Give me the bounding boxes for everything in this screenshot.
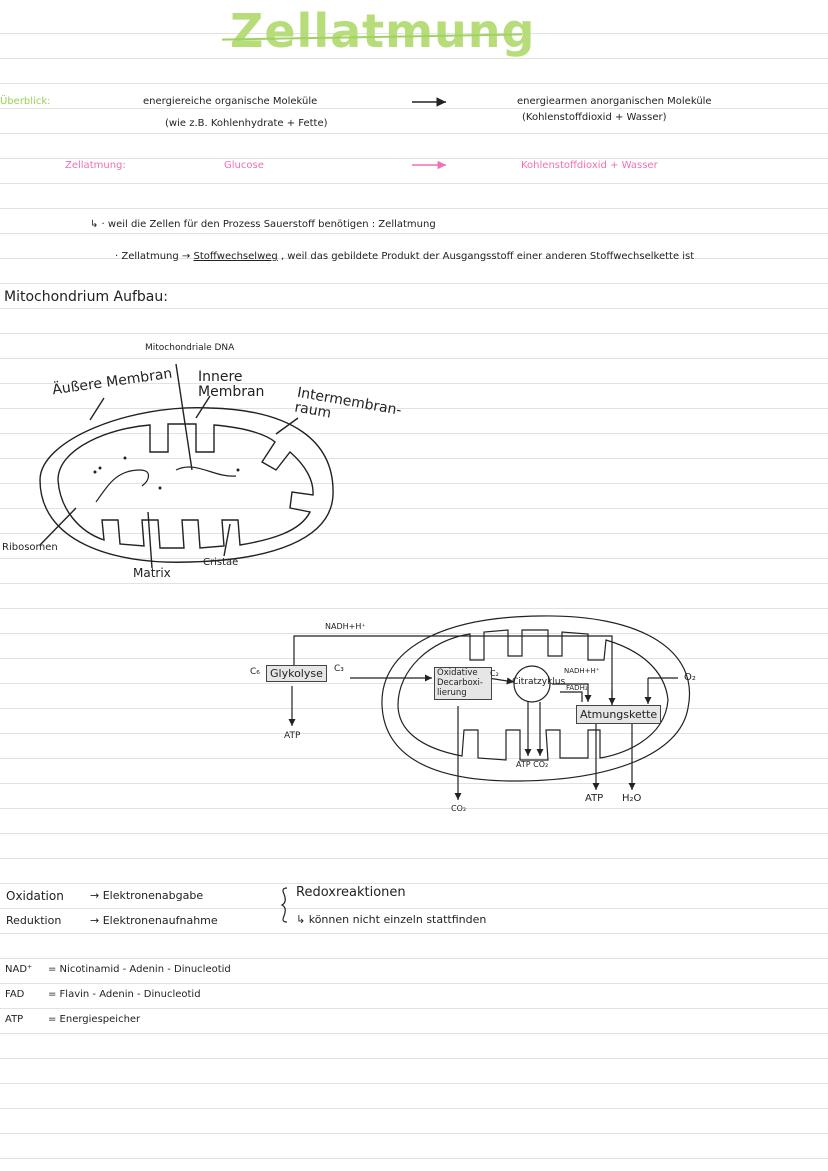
redox-brace: [280, 887, 288, 923]
overview-right-line2: (Kohlenstoffdioxid + Wasser): [522, 112, 667, 123]
page-title: Zellatmung: [230, 4, 536, 58]
redox-note: ↳ können nicht einzeln stattfinden: [296, 913, 487, 926]
process-inner-membrane: [397, 629, 669, 761]
glossary-def-atp: = Energiespeicher: [48, 1014, 141, 1025]
note2-prefix: · Zellatmung →: [115, 251, 191, 262]
glossary-abbr-nad: NAD⁺: [5, 964, 33, 975]
label-atp-right: ATP: [585, 793, 604, 804]
label-co2-bottom: CO₂: [451, 804, 467, 813]
label-atp-co2: ATP CO₂: [516, 760, 549, 769]
label-nadh-top: NADH+H⁺: [325, 622, 366, 631]
redox-oxidation: Oxidation: [6, 889, 64, 903]
label-citratzyklus: Citratzyklus: [512, 677, 566, 687]
glykolyse-box: Glykolyse: [266, 665, 327, 682]
label-nadh-right: NADH+H⁺: [564, 667, 600, 675]
note-line-1: ↳ · weil die Zellen für den Prozess Saue…: [90, 219, 436, 230]
mitochondrion-diagram: [39, 363, 334, 569]
redox-oxidation-def: → Elektronenabgabe: [90, 889, 204, 902]
dna-strand-2: [175, 466, 237, 477]
label-matrix: Matrix: [133, 566, 171, 580]
process-outer-membrane: [381, 615, 691, 782]
zellatmung-output: Kohlenstoffdioxid + Wasser: [521, 160, 658, 171]
glossary-def-fad: = Flavin - Adenin - Dinucleotid: [48, 989, 201, 1000]
note2-suffix: , weil das gebildete Produkt der Ausgang…: [280, 251, 695, 262]
label-inner-membrane: Innere Membran: [198, 369, 265, 401]
overview-right-line1: energiearmen anorganischen Moleküle: [517, 96, 712, 107]
overview-left-line1: energiereiche organische Moleküle: [143, 96, 318, 107]
label-mito-dna: Mitochondriale DNA: [145, 343, 235, 353]
label-atp-left: ATP: [284, 731, 301, 741]
glossary-abbr-fad: FAD: [5, 989, 25, 1000]
redox-reduktion: Reduktion: [6, 914, 62, 927]
label-c3: C₃: [334, 664, 344, 674]
glossary-abbr-atp: ATP: [5, 1014, 24, 1025]
label-o2: O₂: [684, 672, 696, 683]
label-c2: C₂: [490, 669, 499, 678]
inner-membrane-shape: [57, 423, 314, 549]
note2-underlined: Stoffwechselweg: [193, 251, 278, 262]
redox-reduktion-def: → Elektronenaufnahme: [90, 914, 218, 927]
glossary-def-nad: = Nicotinamid - Adenin - Dinucleotid: [48, 964, 231, 975]
label-cristae: Cristae: [203, 557, 239, 568]
outer-membrane-shape: [39, 407, 334, 563]
process-diagram: [288, 615, 691, 800]
label-c6: C₆: [250, 667, 260, 677]
note-line-2: · Zellatmung → Stoffwechselweg , weil da…: [115, 251, 694, 262]
zellatmung-label: Zellatmung:: [65, 160, 126, 171]
ox-decarb-box: Oxidative Decarboxi- lierung: [434, 667, 492, 701]
redox-label: Redoxreaktionen: [296, 885, 406, 900]
label-ribosomes: Ribosomen: [2, 542, 58, 553]
dna-strand-1: [95, 469, 150, 503]
zellatmung-input: Glucose: [224, 160, 264, 171]
atmungskette-box: Atmungskette: [576, 705, 662, 724]
label-h2o: H₂O: [622, 793, 642, 804]
overview-left-line2: (wie z.B. Kohlenhydrate + Fette): [165, 118, 328, 129]
label-fadh2: FADH₂: [566, 684, 588, 692]
overview-label: Überblick:: [0, 96, 51, 107]
section-title: Mitochondrium Aufbau:: [4, 289, 168, 305]
